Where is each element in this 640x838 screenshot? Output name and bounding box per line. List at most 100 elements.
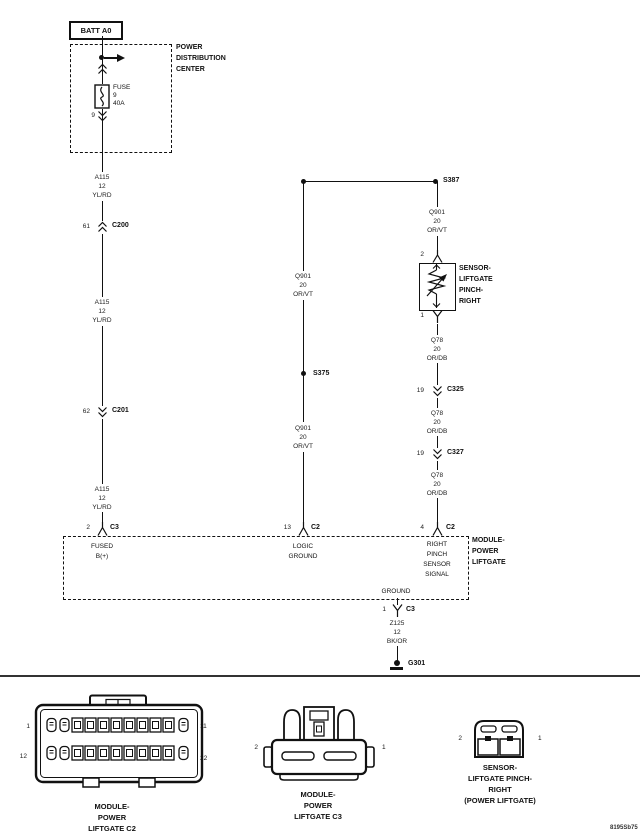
module-c2-pin4-label: C2 [446, 524, 455, 531]
c3-view-caption: MODULE- POWER LIFTGATE C3 [294, 790, 342, 821]
wire-seg [436, 182, 438, 207]
wire-seg [396, 598, 398, 605]
wire-seg [302, 300, 304, 422]
wire-seg [101, 326, 103, 406]
sensor-pin2-fork-icon [431, 250, 443, 263]
splice-bus-line [303, 181, 436, 183]
pdc-branch-line [104, 57, 117, 59]
c2-view-pin-12: 12 [19, 753, 27, 760]
wire-seg [436, 436, 438, 448]
c2-view-pin-1: 1 [26, 723, 30, 730]
wire-label-a115-1: A115 12 YL/RD [92, 174, 112, 199]
g301-label: G301 [408, 660, 426, 667]
wire-seg [436, 236, 438, 251]
ground-c3-label: C3 [406, 606, 415, 613]
diagram-id-stamp: 8195Sb75 [610, 825, 638, 831]
module-c3-pin-number: 2 [86, 524, 90, 531]
module-c2-connector-drawing [34, 694, 204, 788]
connector-chevron-up-icon [98, 63, 107, 74]
s375-splice-dot [300, 371, 306, 376]
ground-c3-fork-icon [392, 604, 402, 617]
fuse-label: FUSE 9 40A [113, 84, 131, 107]
module-pin-logic-ground-label: LOGIC GROUND [288, 543, 318, 560]
wire-label-z125: Z125 12 BK/OR [386, 620, 408, 645]
g301-ground-bar [390, 667, 403, 670]
module-pin-ground-label: GROUND [381, 588, 411, 595]
c327-label: C327 [447, 449, 464, 456]
sensor-pin1-number: 1 [420, 312, 424, 319]
wire-label-q901-left: Q901 20 OR/VT [293, 273, 313, 298]
wire-seg [101, 201, 103, 221]
c327-pin-number: 19 [416, 450, 424, 457]
c200-connector-icon [98, 221, 107, 232]
module-c3-connector-drawing [263, 706, 375, 781]
c201-pin-number: 62 [82, 408, 90, 415]
c2-view-pin-22: 22 [200, 755, 208, 762]
c325-pin-number: 19 [416, 387, 424, 394]
wire-label-q78-3: Q78 20 OR/DB [426, 472, 448, 497]
sensor-view-pin-2: 2 [458, 735, 462, 742]
wire-label-q901-left-2: Q901 20 OR/VT [293, 425, 313, 450]
ground-c3-pin-number: 1 [382, 606, 386, 613]
wire-seg [396, 646, 398, 662]
s387-label: S387 [443, 177, 460, 184]
wire-seg [436, 461, 438, 470]
battery-feed-box: BATT A0 [69, 21, 123, 40]
pdc-branch-arrow-icon [117, 54, 125, 62]
module-pin-signal-label: RIGHT PINCH SENSOR SIGNAL [423, 541, 451, 578]
module-power-liftgate-box [63, 536, 469, 600]
wire-seg [436, 498, 438, 523]
c200-pin-number: 61 [82, 223, 90, 230]
wire-label-a115-2: A115 12 YL/RD [92, 299, 112, 324]
sensor-view-caption: SENSOR- LIFTGATE PINCH- RIGHT (POWER LIF… [464, 763, 536, 805]
sensor-connector-drawing [474, 720, 524, 758]
wire-batt-to-fuse [101, 36, 103, 84]
pdc-dashed-box [70, 44, 172, 153]
section-separator-line [0, 675, 640, 677]
wire-seg [101, 512, 103, 523]
pinch-sensor-box [419, 263, 456, 311]
c3-view-pin-2: 2 [254, 744, 258, 751]
wire-seg [436, 363, 438, 385]
c201-label: C201 [112, 407, 129, 414]
sensor-pin1-fork-icon [432, 310, 442, 323]
wire-seg [101, 234, 103, 297]
wire-seg [436, 324, 438, 335]
wire-label-a115-3: A115 12 YL/RD [92, 486, 112, 511]
sensor-pin2-number: 2 [420, 251, 424, 258]
wire-seg [101, 419, 103, 484]
pdc-junction-dot [99, 55, 104, 60]
g301-ground-dot [394, 660, 400, 666]
module-c2-pin13-number: 13 [283, 524, 291, 531]
c3-view-pin-1: 1 [382, 744, 386, 751]
fuse-icon [94, 84, 110, 109]
module-box-label: MODULE- POWER LIFTGATE [472, 537, 506, 566]
c201-connector-icon [98, 407, 107, 418]
wire-label-q78-2: Q78 20 OR/DB [426, 410, 448, 435]
splice-dot [300, 179, 306, 184]
c327-connector-icon [432, 449, 442, 460]
module-pin-fused-label: FUSED B(+) [90, 543, 114, 560]
wire-label-q901-right: Q901 20 OR/VT [427, 209, 447, 234]
c325-connector-icon [432, 386, 442, 397]
pinch-sensor-label: SENSOR- LIFTGATE PINCH- RIGHT [459, 265, 493, 305]
wire-seg [436, 398, 438, 408]
variable-resistor-icon [426, 264, 447, 308]
module-c3-fork-icon [97, 522, 108, 536]
c325-label: C325 [447, 386, 464, 393]
pdc-label: POWER DISTRIBUTION CENTER [176, 44, 226, 73]
c2-view-caption: MODULE- POWER LIFTGATE C2 [88, 802, 136, 833]
c2-view-pin-11: 11 [200, 723, 207, 730]
fuse-pin-number: 9 [91, 112, 95, 119]
wire-label-q78-1: Q78 20 OR/DB [426, 337, 448, 362]
s375-label: S375 [313, 370, 330, 377]
module-c2-fork-icon [298, 522, 309, 536]
module-c2-label: C2 [311, 524, 320, 531]
wire-seg [302, 182, 304, 271]
sensor-view-pin-1: 1 [538, 735, 542, 742]
module-c2-pin4-fork-icon [431, 522, 443, 536]
wire-fuse-out [101, 109, 103, 172]
wire-seg [302, 452, 304, 523]
module-c2-pin4-number: 4 [420, 524, 424, 531]
